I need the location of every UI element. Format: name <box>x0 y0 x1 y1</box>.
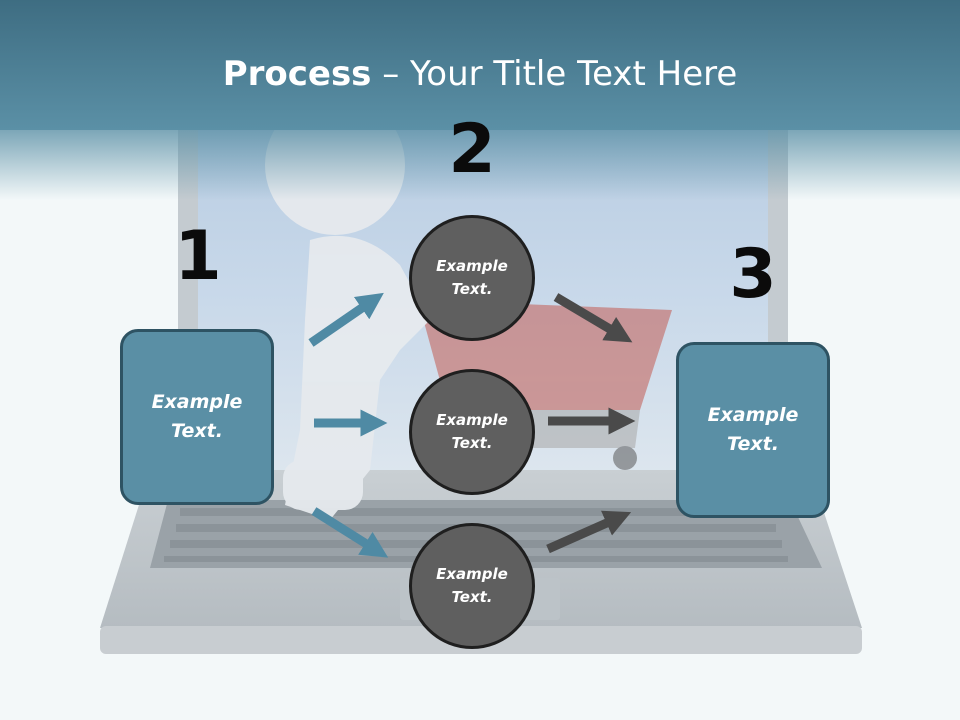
title-band-solid <box>0 0 960 130</box>
input-box-text: Example Text. <box>151 391 243 442</box>
process-circle-3: Example Text. <box>409 523 535 649</box>
stage-3-number: 3 <box>729 235 777 314</box>
arrow-process-3-to-output <box>546 510 632 554</box>
process-circle-1: Example Text. <box>409 215 535 341</box>
output-box: Example Text. <box>676 342 830 518</box>
stage-2-number: 2 <box>448 110 496 189</box>
process-circle-3-text: Example Text. <box>436 565 508 606</box>
process-circle-2-text: Example Text. <box>436 411 508 452</box>
stage-1-number: 1 <box>174 217 222 296</box>
title-strong: Process <box>222 54 372 94</box>
slide-title: Process – Your Title Text Here <box>0 52 960 96</box>
input-box: Example Text. <box>120 329 274 505</box>
output-box-text: Example Text. <box>707 404 799 455</box>
arrow-input-to-process-1 <box>308 292 384 347</box>
process-circle-2: Example Text. <box>409 369 535 495</box>
title-rest: – Your Title Text Here <box>371 54 738 94</box>
arrow-input-to-process-3 <box>311 507 389 558</box>
arrow-process-1-to-output <box>553 293 633 343</box>
process-circle-1-text: Example Text. <box>436 257 508 298</box>
